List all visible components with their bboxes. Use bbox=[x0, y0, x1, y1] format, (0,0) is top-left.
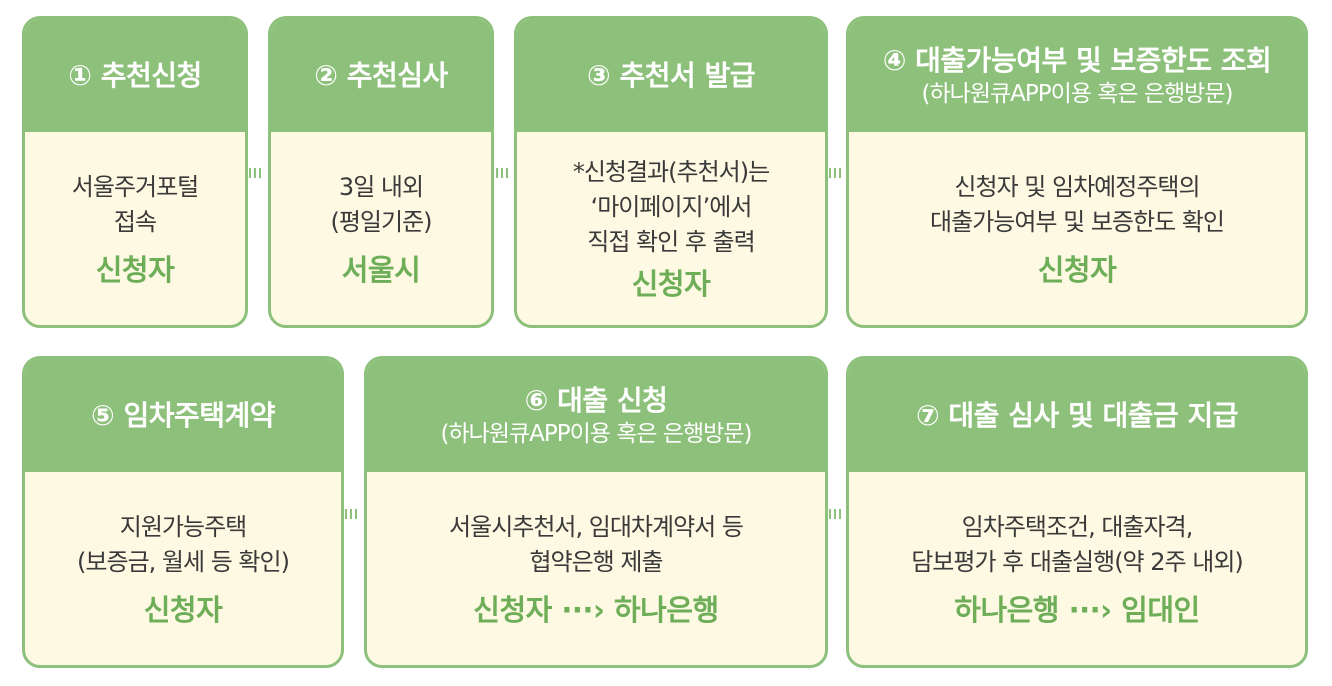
step-card-2: ② 추천심사 3일 내외 (평일기준) 서울시 bbox=[268, 16, 494, 328]
step-description: ‘마이페이지’에서 bbox=[590, 193, 753, 221]
step-card-6: ⑥ 대출 신청 (하나원큐APP이용 혹은 은행방문) 서울시추천서, 임대차계… bbox=[364, 356, 828, 668]
step-body: 3일 내외 (평일기준) 서울시 bbox=[271, 132, 491, 325]
step-actor: 신청자 bbox=[95, 252, 175, 287]
step-description: (보증금, 월세 등 확인) bbox=[77, 547, 290, 576]
step-card-3: ③ 추천서 발급 *신청결과(추천서)는 ‘마이페이지’에서 직접 확인 후 출… bbox=[514, 16, 828, 328]
step-subtitle: (하나원큐APP이용 혹은 은행방문) bbox=[440, 420, 753, 447]
connector-dashes bbox=[345, 509, 357, 519]
step-description: 담보평가 후 대출실행(약 2주 내외) bbox=[911, 547, 1244, 576]
step-header: ③ 추천서 발급 bbox=[517, 19, 825, 132]
step-description: 접속 bbox=[113, 207, 157, 236]
step-description: 직접 확인 후 출력 bbox=[587, 228, 755, 256]
step-actor: 신청자 bbox=[631, 267, 711, 301]
connector-dashes bbox=[249, 168, 261, 178]
step-body: 임차주택조건, 대출자격, 담보평가 후 대출실행(약 2주 내외) 하나은행 … bbox=[849, 472, 1305, 665]
step-title: ⑥ 대출 신청 bbox=[524, 383, 668, 417]
step-card-4: ④ 대출가능여부 및 보증한도 조회 (하나원큐APP이용 혹은 은행방문) 신… bbox=[846, 16, 1308, 328]
step-actor: 하나은행 ···› 임대인 bbox=[954, 592, 1200, 627]
step-header: ⑥ 대출 신청 (하나원큐APP이용 혹은 은행방문) bbox=[367, 359, 825, 472]
step-description: 신청자 및 임차예정주택의 bbox=[954, 172, 1200, 201]
step-card-5: ⑤ 임차주택계약 지원가능주택 (보증금, 월세 등 확인) 신청자 bbox=[22, 356, 344, 668]
step-body: *신청결과(추천서)는 ‘마이페이지’에서 직접 확인 후 출력 신청자 bbox=[517, 132, 825, 325]
step-card-1: ① 추천신청 서울주거포털 접속 신청자 bbox=[22, 16, 248, 328]
connector-dashes bbox=[829, 168, 841, 178]
step-title: ④ 대출가능여부 및 보증한도 조회 bbox=[882, 43, 1272, 77]
step-body: 신청자 및 임차예정주택의 대출가능여부 및 보증한도 확인 신청자 bbox=[849, 132, 1305, 325]
connector-dashes bbox=[496, 168, 508, 178]
step-title: ⑤ 임차주택계약 bbox=[90, 398, 276, 432]
step-header: ② 추천심사 bbox=[271, 19, 491, 132]
step-body: 서울주거포털 접속 신청자 bbox=[25, 132, 245, 325]
step-title: ② 추천심사 bbox=[314, 58, 448, 92]
step-body: 지원가능주택 (보증금, 월세 등 확인) 신청자 bbox=[25, 472, 341, 665]
step-description: 협약은행 제출 bbox=[529, 547, 663, 576]
step-actor: 신청자 ···› 하나은행 bbox=[473, 592, 719, 627]
step-description: 대출가능여부 및 보증한도 확인 bbox=[930, 207, 1225, 236]
step-description: (평일기준) bbox=[330, 207, 432, 236]
step-subtitle: (하나원큐APP이용 혹은 은행방문) bbox=[921, 80, 1234, 107]
step-description: 서울시추천서, 임대차계약서 등 bbox=[449, 512, 744, 541]
step-body: 서울시추천서, 임대차계약서 등 협약은행 제출 신청자 ···› 하나은행 bbox=[367, 472, 825, 665]
step-description: 지원가능주택 bbox=[119, 512, 247, 541]
step-header: ⑦ 대출 심사 및 대출금 지급 bbox=[849, 359, 1305, 472]
step-title: ③ 추천서 발급 bbox=[586, 58, 756, 92]
step-description: *신청결과(추천서)는 bbox=[572, 158, 770, 186]
step-actor: 신청자 bbox=[143, 592, 223, 627]
step-title: ① 추천신청 bbox=[68, 58, 202, 92]
step-description: 임차주택조건, 대출자격, bbox=[961, 512, 1194, 541]
step-header: ① 추천신청 bbox=[25, 19, 245, 132]
step-title: ⑦ 대출 심사 및 대출금 지급 bbox=[915, 398, 1239, 432]
step-header: ④ 대출가능여부 및 보증한도 조회 (하나원큐APP이용 혹은 은행방문) bbox=[849, 19, 1305, 132]
connector-dashes bbox=[829, 509, 841, 519]
step-card-7: ⑦ 대출 심사 및 대출금 지급 임차주택조건, 대출자격, 담보평가 후 대출… bbox=[846, 356, 1308, 668]
step-actor: 신청자 bbox=[1037, 252, 1117, 287]
step-actor: 서울시 bbox=[341, 252, 421, 287]
step-header: ⑤ 임차주택계약 bbox=[25, 359, 341, 472]
step-description: 서울주거포털 bbox=[71, 172, 199, 201]
step-description: 3일 내외 bbox=[338, 172, 424, 201]
